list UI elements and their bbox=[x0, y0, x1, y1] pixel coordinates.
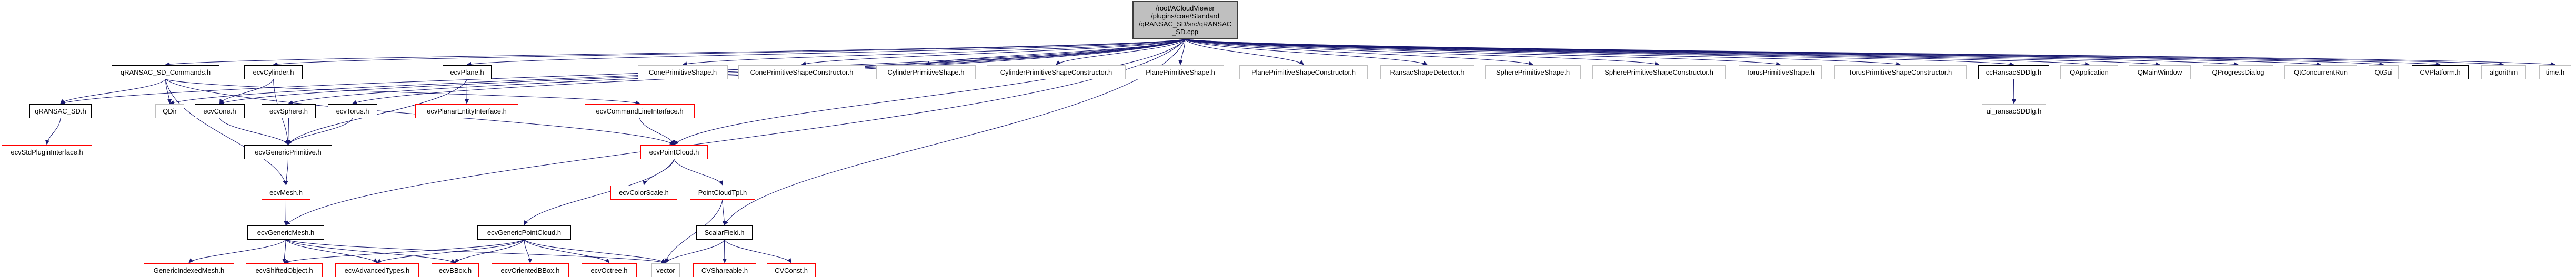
graph-node-ecvshiftedobject-h[interactable]: ecvShiftedObject.h bbox=[246, 263, 323, 277]
graph-node-planeprimitiveshape-h: PlanePrimitiveShape.h bbox=[1137, 65, 1224, 79]
graph-node-cvshareable-h[interactable]: CVShareable.h bbox=[693, 263, 756, 277]
graph-node-genericindexedmesh-h[interactable]: GenericIndexedMesh.h bbox=[144, 263, 234, 277]
graph-node-sphereprimitiveshapeconstructor-h: SpherePrimitiveShapeConstructor.h bbox=[1592, 65, 1726, 79]
graph-node-sphereprimitiveshape-h: SpherePrimitiveShape.h bbox=[1485, 65, 1581, 79]
include-edge bbox=[455, 239, 525, 263]
graph-node-planeprimitiveshapeconstructor-h: PlanePrimitiveShapeConstructor.h bbox=[1239, 65, 1368, 79]
include-edge bbox=[1185, 39, 1901, 66]
graph-node-qtgui: QtGui bbox=[2369, 65, 2399, 79]
include-edge bbox=[165, 79, 287, 186]
include-edge bbox=[639, 118, 675, 145]
include-edge bbox=[682, 39, 1186, 66]
graph-node-ecvstdplugininterface-h[interactable]: ecvStdPluginInterface.h bbox=[2, 145, 92, 159]
graph-node-ecvplanarentityinterface-h[interactable]: ecvPlanarEntityInterface.h bbox=[415, 104, 518, 118]
include-edge bbox=[284, 159, 288, 186]
include-edge bbox=[524, 239, 666, 263]
include-edge bbox=[284, 239, 525, 263]
include-edge bbox=[1178, 39, 1186, 65]
include-edge bbox=[722, 199, 727, 225]
graph-node-qtconcurrentrun: QtConcurrentRun bbox=[2284, 65, 2357, 79]
graph-node-pointcloudtpl-h[interactable]: PointCloudTpl.h bbox=[690, 186, 755, 200]
include-edge bbox=[1185, 39, 1781, 66]
include-edge bbox=[1185, 39, 1533, 66]
graph-node-ecvsphere-h[interactable]: ecvSphere.h bbox=[262, 104, 316, 118]
include-edge bbox=[285, 239, 378, 263]
include-edge bbox=[285, 239, 456, 263]
include-edge bbox=[288, 118, 353, 145]
include-edge bbox=[724, 239, 792, 263]
graph-node-ecvcone-h[interactable]: ecvCone.h bbox=[195, 104, 245, 118]
include-edge bbox=[643, 159, 675, 186]
graph-node-ecvorientedbbox-h[interactable]: ecvOrientedBBox.h bbox=[492, 263, 569, 277]
graph-node-ecvcommandlineinterface-h[interactable]: ecvCommandLineInterface.h bbox=[585, 104, 695, 118]
graph-node-ecvbbox-h[interactable]: ecvBBox.h bbox=[432, 263, 479, 277]
include-edge bbox=[376, 239, 525, 263]
include-edge bbox=[524, 239, 533, 263]
graph-node-cylinderprimitiveshapeconstructor-h: CylinderPrimitiveShapeConstructor.h bbox=[987, 65, 1126, 79]
graph-node-ccransacsddlg-h[interactable]: ccRansacSDDlg.h bbox=[1978, 65, 2049, 79]
graph-node-algorithm: algorithm bbox=[2481, 65, 2526, 79]
include-edge bbox=[273, 39, 1186, 67]
graph-node-qprogressdialog: QProgressDialog bbox=[2203, 65, 2273, 79]
include-edge bbox=[674, 159, 723, 186]
graph-node-cvconst-h[interactable]: CVConst.h bbox=[767, 263, 816, 277]
include-edge bbox=[801, 39, 1186, 66]
include-edge bbox=[524, 239, 610, 263]
include-edge bbox=[165, 79, 640, 105]
graph-node-ecvadvancedtypes-h[interactable]: ecvAdvancedTypes.h bbox=[335, 263, 419, 277]
include-edge bbox=[285, 239, 666, 264]
include-edge bbox=[60, 79, 166, 104]
include-edge bbox=[60, 39, 1186, 105]
include-edge bbox=[288, 39, 1186, 105]
include-edge bbox=[188, 239, 286, 263]
include-edge bbox=[1185, 39, 2556, 67]
include-edge bbox=[286, 118, 290, 145]
graph-node-vector: vector bbox=[651, 263, 680, 277]
graph-node-torusprimitiveshape-h: TorusPrimitiveShape.h bbox=[1739, 65, 1822, 79]
include-edge bbox=[1185, 39, 1660, 66]
include-edge bbox=[1185, 39, 1304, 65]
include-edge bbox=[219, 118, 289, 145]
graph-node-ecvgenericmesh-h[interactable]: ecvGenericMesh.h bbox=[247, 225, 324, 240]
graph-node-coneprimitiveshape-h: ConePrimitiveShape.h bbox=[638, 65, 728, 79]
include-edge bbox=[219, 79, 274, 104]
graph-node-ecvmesh-h[interactable]: ecvMesh.h bbox=[262, 186, 310, 200]
include-edge bbox=[282, 239, 287, 263]
graph-node-time-h: time.h bbox=[2539, 65, 2571, 79]
graph-node-qdir: QDir bbox=[155, 104, 184, 118]
graph-node-root: /root/ACloudViewer /plugins/core/Standar… bbox=[1132, 1, 1238, 39]
graph-node-cvplatform-h[interactable]: CVPlatform.h bbox=[2412, 65, 2469, 79]
include-edge bbox=[466, 39, 1186, 66]
include-edge bbox=[674, 39, 1186, 145]
include-edge bbox=[664, 199, 723, 263]
graph-node-ransacshapedetector-h: RansacShapeDetector.h bbox=[1380, 65, 1474, 79]
graph-node-ui-ransacsddlg-h: ui_ransacSDDlg.h bbox=[1982, 104, 2046, 118]
include-edge bbox=[1185, 39, 2014, 66]
graph-node-ecvpointcloud-h[interactable]: ecvPointCloud.h bbox=[640, 145, 708, 159]
graph-node-ecvcylinder-h[interactable]: ecvCylinder.h bbox=[244, 65, 303, 79]
graph-node-ecvtorus-h[interactable]: ecvTorus.h bbox=[328, 104, 377, 118]
graph-node-ecvoctree-h[interactable]: ecvOctree.h bbox=[582, 263, 637, 277]
graph-node-qapplication: QApplication bbox=[2060, 65, 2118, 79]
graph-node-qransac-sd-h[interactable]: qRANSAC_SD.h bbox=[29, 104, 92, 118]
include-edge bbox=[1185, 39, 1428, 65]
graph-node-scalarfield-h[interactable]: ScalarField.h bbox=[696, 225, 753, 240]
graph-node-ecvgenericpointcloud-h[interactable]: ecvGenericPointCloud.h bbox=[477, 225, 571, 240]
include-edge bbox=[165, 39, 1186, 67]
graph-node-ecvgenericprimitive-h[interactable]: ecvGenericPrimitive.h bbox=[244, 145, 332, 159]
graph-node-torusprimitiveshapeconstructor-h: TorusPrimitiveShapeConstructor.h bbox=[1834, 65, 1967, 79]
include-edge bbox=[665, 239, 725, 263]
include-edge bbox=[165, 79, 172, 104]
include-edge bbox=[524, 159, 675, 225]
graph-node-ecvcolorscale-h[interactable]: ecvColorScale.h bbox=[610, 186, 677, 200]
graph-node-cylinderprimitiveshape-h: CylinderPrimitiveShape.h bbox=[876, 65, 976, 79]
graph-node-qmainwindow: QMainWindow bbox=[2129, 65, 2191, 79]
graph-node-ecvplane-h[interactable]: ecvPlane.h bbox=[443, 65, 492, 79]
include-edge bbox=[1056, 39, 1186, 65]
graph-node-qransac-sd-commands-h[interactable]: qRANSAC_SD_Commands.h bbox=[112, 65, 219, 79]
graph-node-coneprimitiveshapeconstructor-h: ConePrimitiveShapeConstructor.h bbox=[738, 65, 865, 79]
include-edge bbox=[287, 79, 467, 145]
include-edge bbox=[45, 118, 61, 145]
